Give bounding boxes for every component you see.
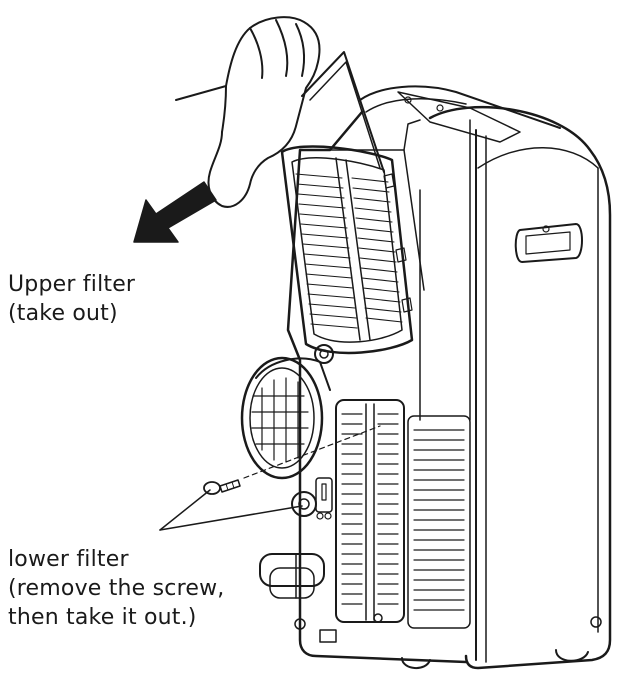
lower-filter-label-line2: (remove the screw, (8, 576, 225, 601)
upper-filter (280, 51, 425, 355)
lower-filter-label: lower filter (remove the screw, then tak… (8, 545, 224, 632)
drain-fittings (291, 477, 333, 520)
leader-lines (159, 489, 303, 531)
lower-filter-grille (335, 399, 405, 623)
lower-filter-label-line1: lower filter (8, 547, 129, 572)
lower-filter-label-line3: then take it out.) (8, 605, 197, 630)
exhaust-port (240, 356, 331, 480)
pull-arrow (133, 181, 217, 243)
upper-filter-label: Upper filter (take out) (8, 270, 135, 328)
side-grille (407, 415, 471, 629)
screw (203, 425, 381, 495)
unit-body (240, 85, 612, 670)
upper-filter-label-line1: Upper filter (8, 272, 136, 297)
upper-filter-label-line2: (take out) (8, 301, 118, 326)
cord-hooks (259, 553, 325, 599)
